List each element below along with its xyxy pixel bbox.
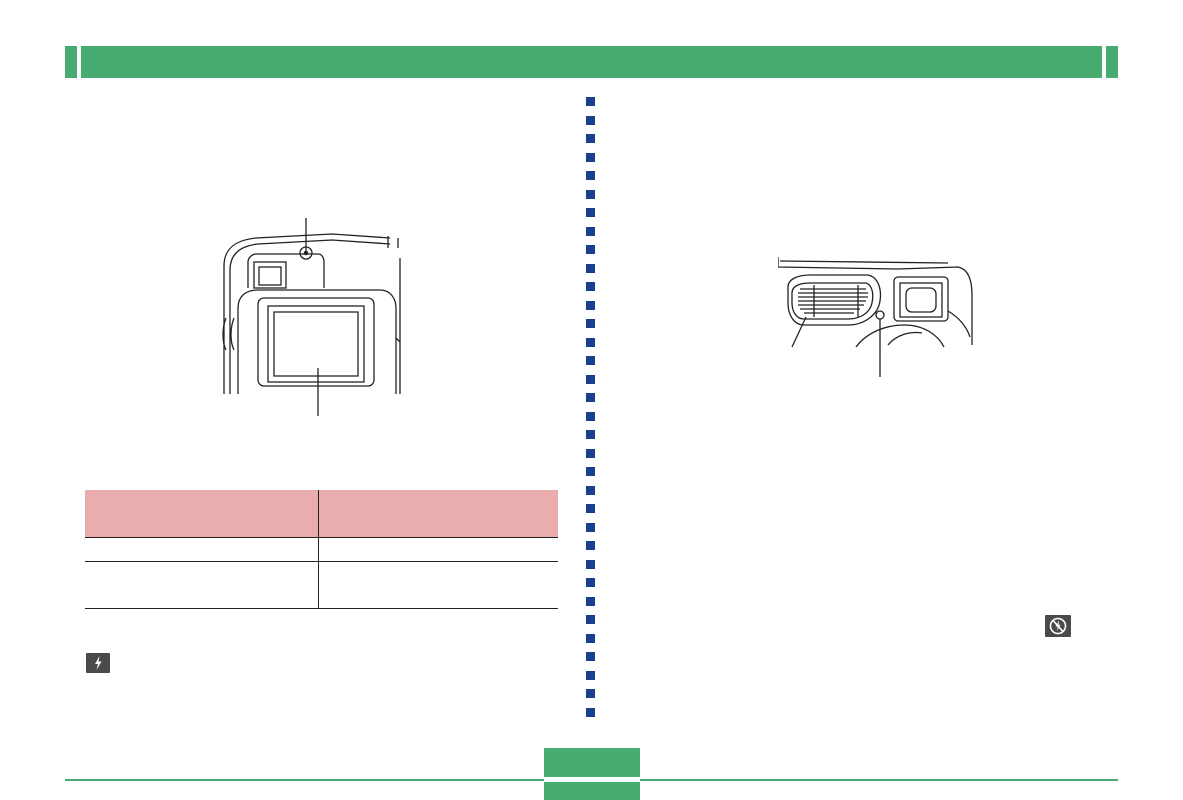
- flash-icon: [86, 653, 110, 673]
- flash-off-icon: [1045, 615, 1071, 637]
- footer-rule-left: [65, 779, 544, 781]
- table-cell: [318, 561, 558, 609]
- table-header-cell: [85, 490, 319, 538]
- table-row: [85, 537, 558, 562]
- footer-rule-right: [640, 779, 1118, 781]
- page-number-box: [544, 748, 640, 777]
- header-cap-left: [65, 46, 77, 78]
- camera-back-view-illustration: [222, 218, 402, 418]
- footer-page-tab: [544, 748, 640, 800]
- header-title-band: [81, 46, 1102, 78]
- table-cell: [85, 561, 319, 609]
- header-cap-right: [1106, 46, 1118, 78]
- page-tab-base: [544, 782, 640, 800]
- header-bar: [65, 46, 1118, 78]
- table-cell: [85, 537, 319, 562]
- table-cell: [318, 537, 558, 562]
- camera-front-flash-illustration: [778, 255, 978, 377]
- table-row: [85, 561, 558, 609]
- column-divider: [586, 97, 596, 717]
- mode-table: [85, 490, 558, 609]
- table-header-cell: [318, 490, 558, 538]
